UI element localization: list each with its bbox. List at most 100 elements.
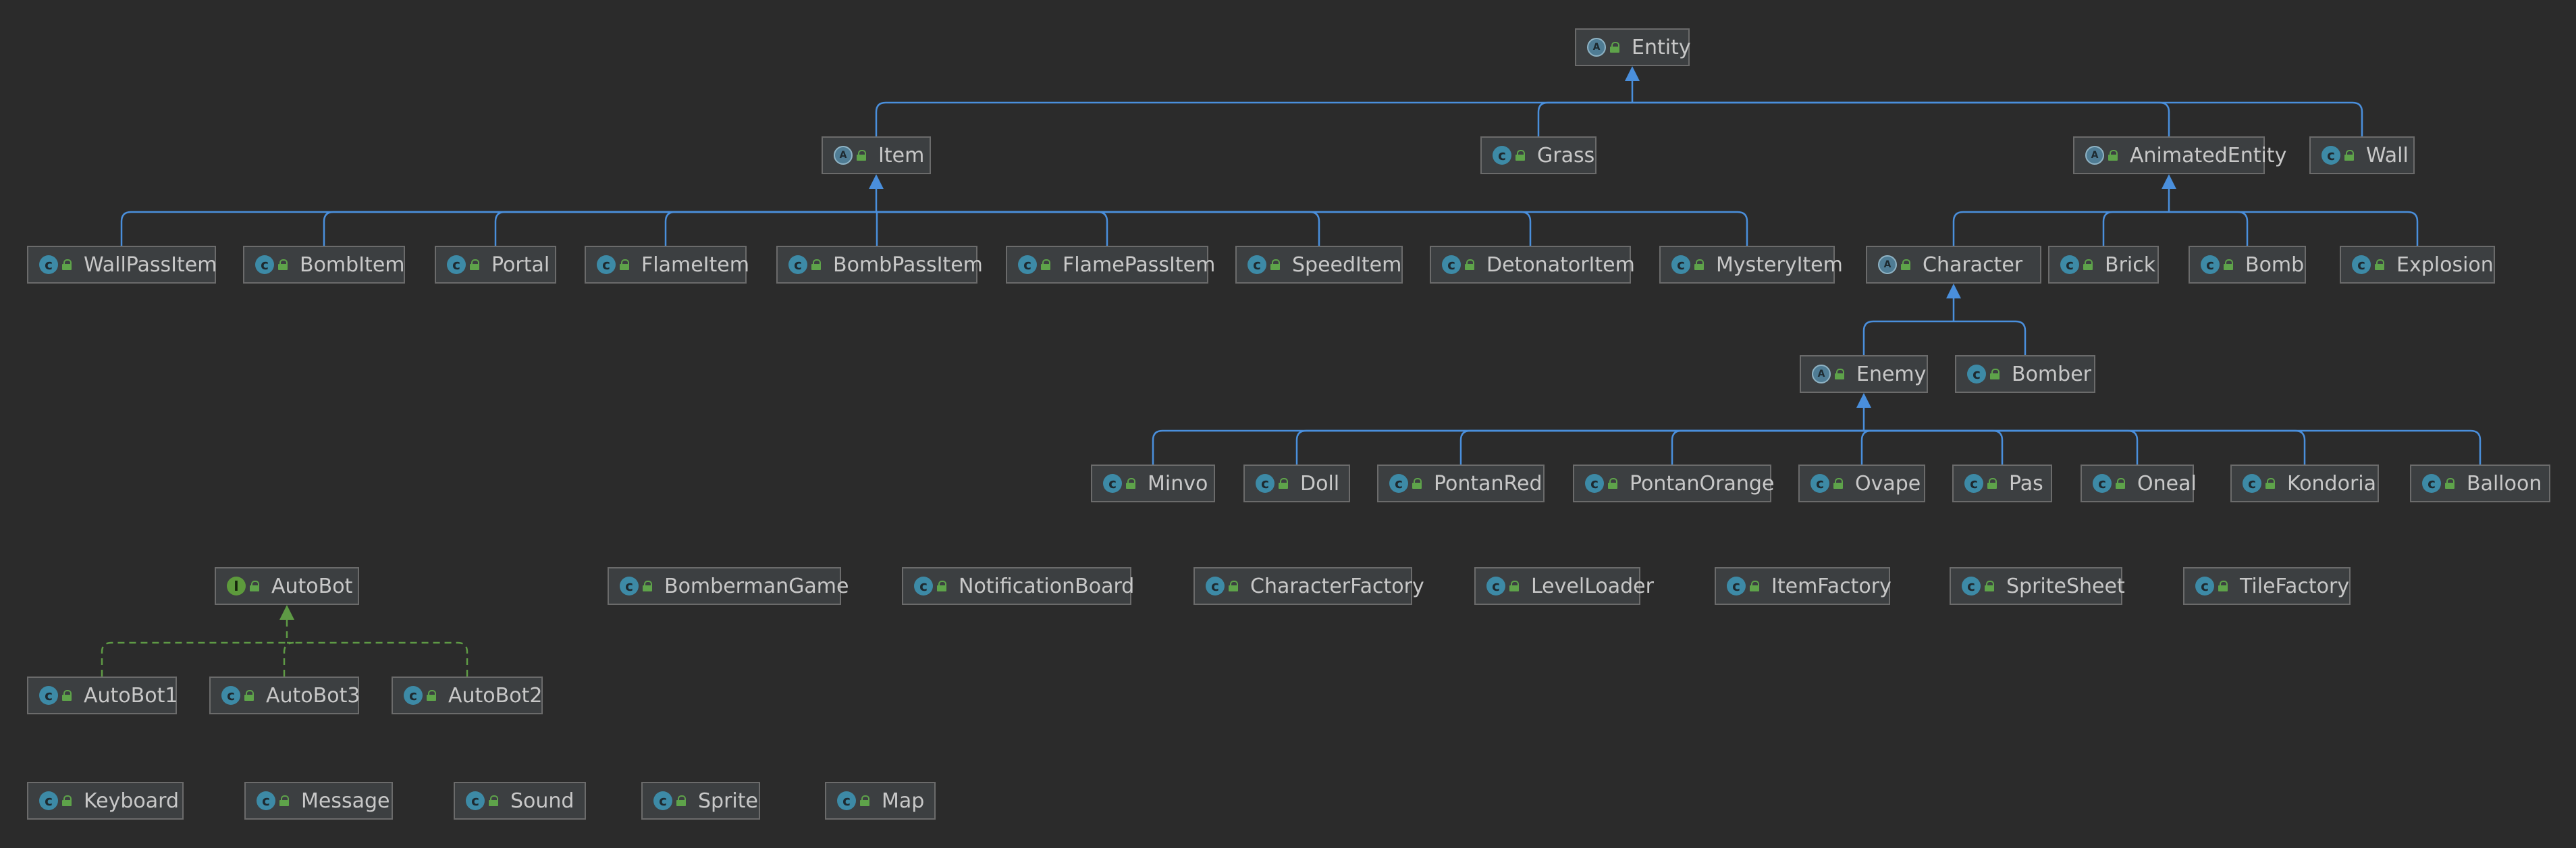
public-visibility-icon: [2445, 478, 2454, 489]
public-visibility-icon: [643, 581, 652, 591]
public-visibility-icon: [1270, 259, 1280, 270]
class-label: Portal: [491, 253, 550, 277]
public-visibility-icon: [489, 795, 498, 806]
class-label: AutoBot: [271, 574, 353, 598]
public-visibility-icon: [1985, 581, 1994, 591]
main-class-icon: c: [1486, 577, 1505, 595]
edge-pas-to-enemy: [1864, 429, 2004, 465]
abstract-class-icon: A: [1878, 255, 1897, 274]
edge-wall-pass-item-to-item: [120, 211, 876, 246]
class-icon: c: [653, 791, 672, 810]
class-icon: c: [39, 686, 58, 705]
class-node-portal[interactable]: c Portal: [435, 246, 556, 284]
public-visibility-icon: [2224, 259, 2233, 270]
public-visibility-icon: [1279, 478, 1288, 489]
inheritance-arrowhead: [1946, 284, 1961, 298]
public-visibility-icon: [1835, 369, 1844, 379]
edge-animated-entity-to-entity: [1632, 101, 2170, 136]
class-icon: c: [1962, 577, 1981, 595]
class-label: FlamePassItem: [1063, 253, 1216, 277]
class-icon: c: [2201, 255, 2220, 274]
class-label: Enemy: [1856, 362, 1927, 386]
class-icon: c: [2060, 255, 2079, 274]
public-visibility-icon: [1229, 581, 1238, 591]
class-label: Wall: [2366, 143, 2409, 167]
public-visibility-icon: [250, 581, 259, 591]
inheritance-arrowhead: [2162, 174, 2176, 189]
class-node-auto-bot[interactable]: I AutoBot: [215, 567, 359, 605]
class-icon: c: [1389, 474, 1408, 493]
edge-pontan-orange-to-enemy: [1671, 429, 1864, 465]
inheritance-arrowhead: [1625, 66, 1640, 81]
edge-balloon-to-enemy: [1864, 429, 2481, 465]
edge-grass-to-entity: [1537, 101, 1632, 136]
class-icon: c: [1247, 255, 1266, 274]
class-icon: c: [1206, 577, 1225, 595]
class-label: CharacterFactory: [1250, 574, 1424, 598]
class-node-sprite-sheet[interactable]: c SpriteSheet: [1950, 567, 2125, 605]
public-visibility-icon: [1901, 259, 1910, 270]
class-icon: c: [1810, 474, 1829, 493]
class-label: SpriteSheet: [2006, 574, 2125, 598]
abstract-class-icon: A: [1587, 38, 1606, 57]
public-visibility-icon: [1694, 259, 1704, 270]
edge-pontan-red-to-enemy: [1459, 429, 1864, 465]
public-visibility-icon: [1515, 150, 1525, 161]
class-icon: c: [788, 255, 807, 274]
class-label: AutoBot2: [448, 683, 543, 708]
public-visibility-icon: [1126, 478, 1135, 489]
edge-minvo-to-enemy: [1152, 429, 1864, 465]
class-node-pontan-red[interactable]: c PontanRed: [1377, 465, 1545, 502]
public-visibility-icon: [620, 259, 629, 270]
public-visibility-icon: [1412, 478, 1422, 489]
class-icon: c: [447, 255, 466, 274]
class-node-character-factory[interactable]: c CharacterFactory: [1193, 567, 1424, 605]
class-label: ItemFactory: [1771, 574, 1891, 598]
class-icon: c: [1493, 146, 1511, 165]
interface-icon: I: [227, 577, 246, 595]
class-label: PontanRed: [1434, 471, 1542, 496]
class-icon: c: [2195, 577, 2214, 595]
